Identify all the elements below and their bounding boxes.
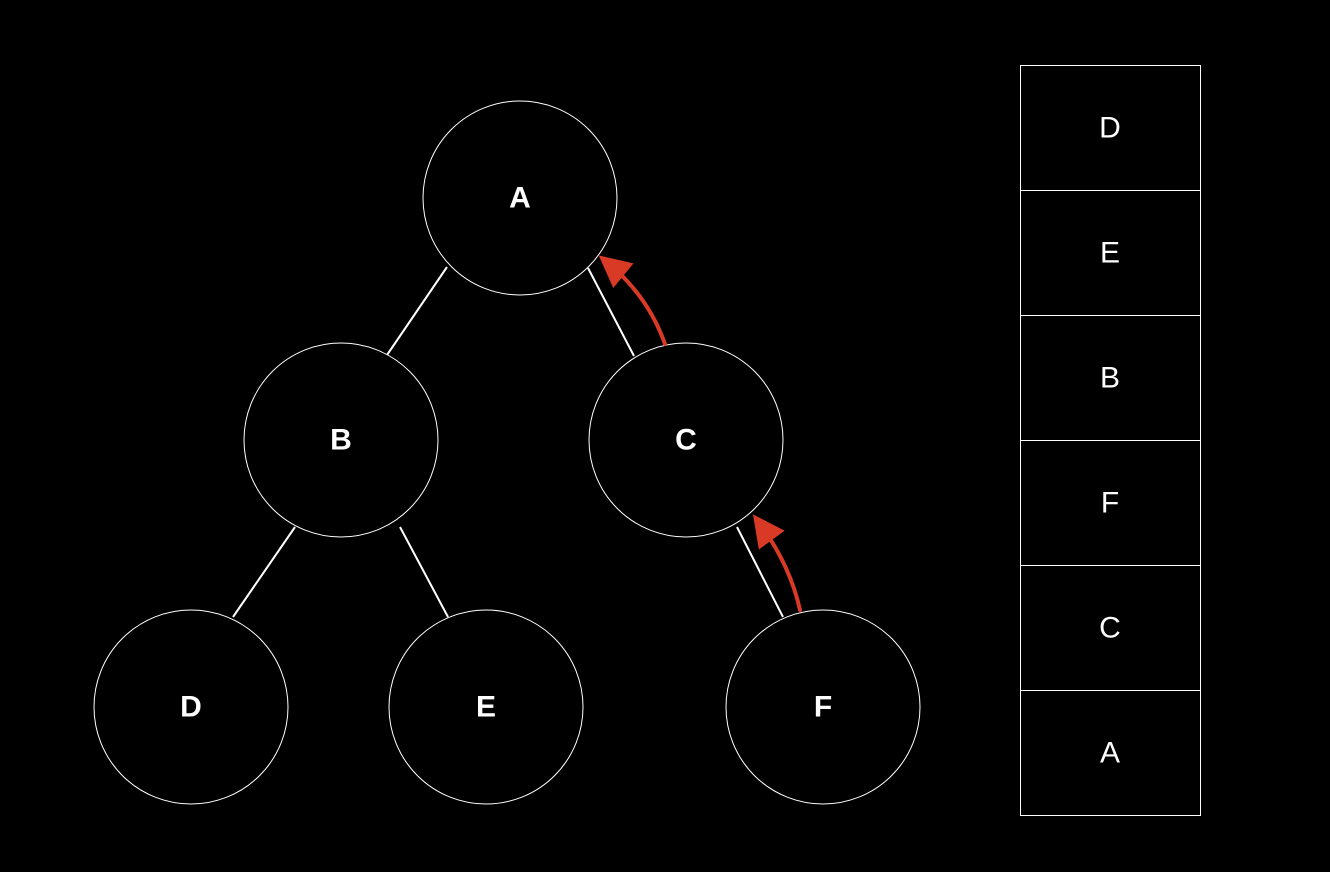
edge-a-b (386, 266, 448, 356)
node-label-d: D (180, 691, 202, 724)
stack-cell-label: E (1100, 237, 1120, 270)
node-circle-a (422, 100, 618, 296)
edge-c-f (736, 526, 784, 618)
edge-b-e (399, 526, 449, 618)
tree-node-c: C (588, 342, 784, 538)
arrow-c-to-a (598, 255, 667, 346)
stack-cell: F (1020, 440, 1201, 566)
node-label-b: B (330, 424, 352, 457)
node-label-c: C (675, 424, 697, 457)
node-circle-e (388, 609, 584, 805)
node-label-f: F (814, 691, 832, 724)
stack-cell-label: B (1100, 362, 1120, 395)
stack-cell-label: A (1100, 737, 1120, 770)
node-circle-c (588, 342, 784, 538)
stack-cell-box (1020, 190, 1201, 316)
stack-cell-box (1020, 65, 1201, 191)
node-circle-b (243, 342, 439, 538)
stack-cell-box (1020, 690, 1201, 816)
stack-cell: B (1020, 315, 1201, 441)
tree-edges (232, 266, 784, 618)
edge-a-c (587, 267, 635, 357)
stack-cell: A (1020, 690, 1201, 816)
arrow-f-to-c (752, 514, 802, 612)
tree-node-b: B (243, 342, 439, 538)
stack-cell-box (1020, 440, 1201, 566)
stack-cell-label: C (1099, 612, 1121, 645)
tree-node-f: F (725, 609, 921, 805)
node-circle-d (93, 609, 289, 805)
stack-cell-label: F (1101, 487, 1119, 520)
tree-node-a: A (422, 100, 618, 296)
stack-cell: C (1020, 565, 1201, 691)
traversal-stack: D E B F C A (1020, 65, 1201, 816)
stack-cell-box (1020, 565, 1201, 691)
stack-cell: E (1020, 190, 1201, 316)
node-label-a: A (509, 182, 531, 215)
node-label-e: E (476, 691, 496, 724)
stack-cell: D (1020, 65, 1201, 191)
edge-b-d (232, 526, 296, 618)
traversal-arrows (598, 255, 802, 612)
tree-node-e: E (388, 609, 584, 805)
stack-cell-label: D (1099, 112, 1121, 145)
node-circle-f (725, 609, 921, 805)
tree-node-d: D (93, 609, 289, 805)
